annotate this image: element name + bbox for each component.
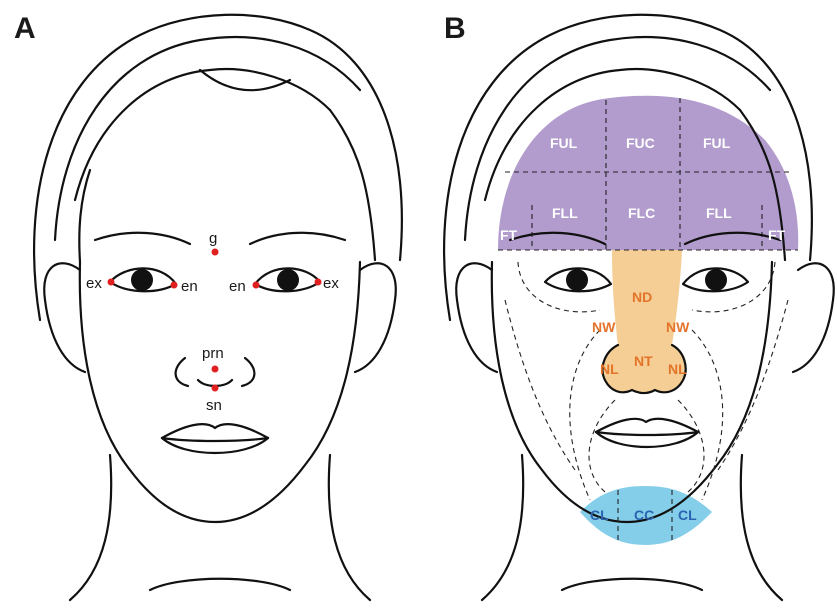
- landmark-prn-label: prn: [202, 345, 224, 362]
- landmark-en-right-label: en: [181, 278, 198, 295]
- zone-nw-right-label: NW: [666, 319, 690, 335]
- zone-ft-right-label: FT: [768, 227, 786, 243]
- zone-nd-label: ND: [632, 289, 652, 305]
- panel-b-upper-lip: [596, 419, 698, 432]
- panel-b-left-pupil: [705, 269, 727, 291]
- zone-nw-left-label: NW: [592, 319, 616, 335]
- zone-cc-label: CC: [634, 507, 654, 523]
- cheek-contour-right-2: [570, 330, 600, 500]
- cheek-contour-left-1: [718, 300, 788, 470]
- panel-a-face-outline: [80, 262, 360, 522]
- panel-a-nose-left-wing: [176, 358, 188, 386]
- panel-a-neck-left: [70, 455, 111, 600]
- zone-fuc-label: FUC: [626, 135, 655, 151]
- zone-flc-label: FLC: [628, 205, 655, 221]
- panel-b-right-pupil: [566, 269, 588, 291]
- landmark-en-right-dot: [171, 282, 178, 289]
- landmark-ex-right-label: ex: [86, 275, 102, 292]
- landmark-ex-left-label: ex: [323, 275, 339, 292]
- zone-ful-left-label: FUL: [550, 135, 578, 151]
- panel-b-neck-left: [482, 455, 523, 600]
- zone-fll-right-label: FLL: [706, 205, 732, 221]
- forehead-zone: [498, 96, 798, 250]
- panel-b-lip-line: [596, 432, 698, 435]
- zone-nt-label: NT: [634, 353, 653, 369]
- panel-a: A: [14, 12, 402, 600]
- zone-ful-right-label: FUL: [703, 135, 731, 151]
- landmark-sn-label: sn: [206, 397, 222, 414]
- panel-b-right-ear: [793, 263, 834, 372]
- panel-a-left-pupil: [277, 269, 299, 291]
- panel-a-lip-line: [162, 438, 268, 441]
- landmark-sn-dot: [212, 385, 219, 392]
- panel-a-nose-right-wing: [242, 358, 254, 386]
- cheek-contour-right-1: [505, 300, 575, 470]
- panel-a-hair-strand-3: [200, 70, 290, 90]
- panel-a-neck-right: [329, 455, 370, 600]
- panel-a-hair-strand-5: [79, 170, 90, 262]
- panel-a-right-ear: [355, 263, 396, 372]
- landmark-ex-right-dot: [108, 279, 115, 286]
- landmark-prn-dot: [212, 366, 219, 373]
- landmark-en-left-label: en: [229, 278, 246, 295]
- zone-cl-left-label: CL: [590, 507, 609, 523]
- landmark-ex-left-dot: [315, 279, 322, 286]
- cheek-contour-left-2: [692, 330, 723, 500]
- panel-a-hair-strand-2: [75, 69, 330, 200]
- panel-a-letter: A: [14, 12, 36, 45]
- zone-nl-left-label: NL: [600, 361, 619, 377]
- panel-b-neck-right: [741, 455, 782, 600]
- landmark-g-label: g: [209, 230, 217, 247]
- panel-a-upper-lip: [162, 424, 268, 438]
- zone-ft-left-label: FT: [500, 227, 518, 243]
- zone-nl-right-label: NL: [668, 361, 687, 377]
- mouth-contour-left: [678, 400, 704, 492]
- panel-a-collar: [150, 579, 290, 590]
- zone-cl-right-label: CL: [678, 507, 697, 523]
- panel-b-collar: [562, 579, 702, 590]
- panel-a-left-eyebrow: [250, 233, 345, 244]
- panel-a-right-pupil: [131, 269, 153, 291]
- mouth-contour-right: [589, 400, 615, 492]
- landmark-g-dot: [212, 249, 219, 256]
- panel-a-right-eyebrow: [95, 233, 190, 244]
- landmark-en-left-dot: [253, 282, 260, 289]
- panel-b-letter: B: [444, 12, 466, 45]
- zone-fll-left-label: FLL: [552, 205, 578, 221]
- panel-b: B: [444, 12, 834, 600]
